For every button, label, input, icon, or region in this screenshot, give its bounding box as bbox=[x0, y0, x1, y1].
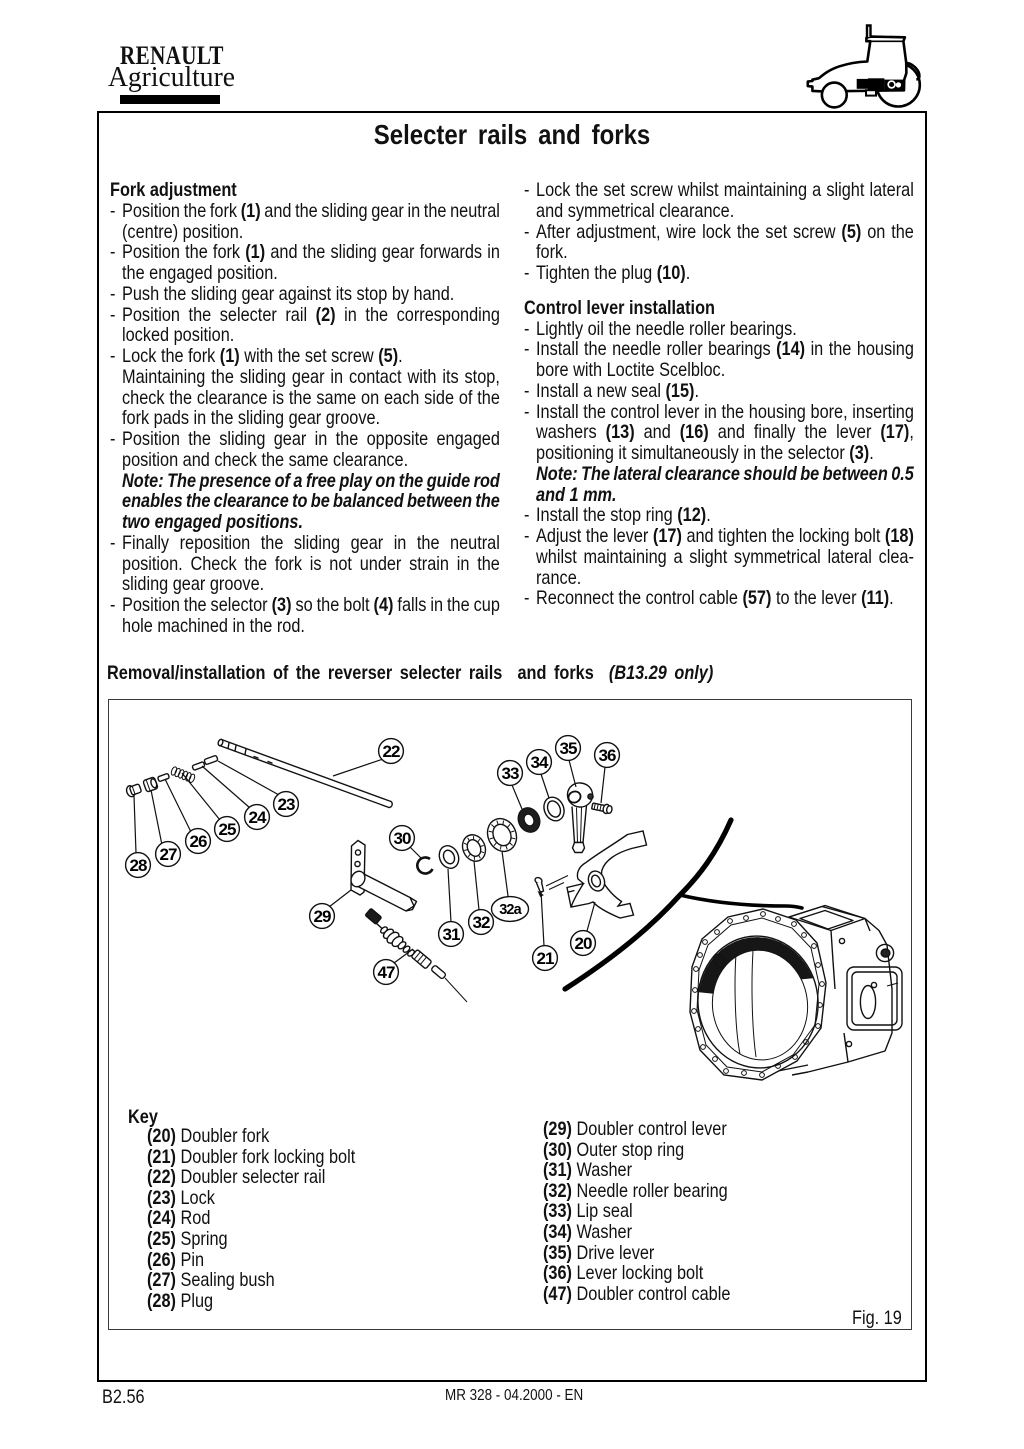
svg-text:23: 23 bbox=[277, 795, 295, 814]
svg-text:31: 31 bbox=[442, 925, 460, 944]
svg-text:24: 24 bbox=[248, 808, 267, 827]
svg-text:27: 27 bbox=[159, 845, 177, 864]
svg-text:32a: 32a bbox=[499, 902, 522, 918]
svg-text:47: 47 bbox=[377, 963, 395, 982]
svg-text:34: 34 bbox=[530, 753, 549, 772]
svg-text:33: 33 bbox=[501, 764, 519, 783]
svg-text:29: 29 bbox=[313, 907, 331, 926]
svg-text:20: 20 bbox=[574, 934, 592, 953]
svg-text:21: 21 bbox=[536, 949, 554, 968]
svg-text:25: 25 bbox=[218, 820, 236, 839]
svg-text:32: 32 bbox=[472, 913, 490, 932]
svg-text:35: 35 bbox=[559, 739, 577, 758]
svg-text:30: 30 bbox=[393, 829, 411, 848]
svg-text:22: 22 bbox=[382, 742, 400, 761]
svg-text:26: 26 bbox=[189, 832, 207, 851]
svg-text:36: 36 bbox=[598, 746, 616, 765]
svg-text:28: 28 bbox=[129, 856, 147, 875]
